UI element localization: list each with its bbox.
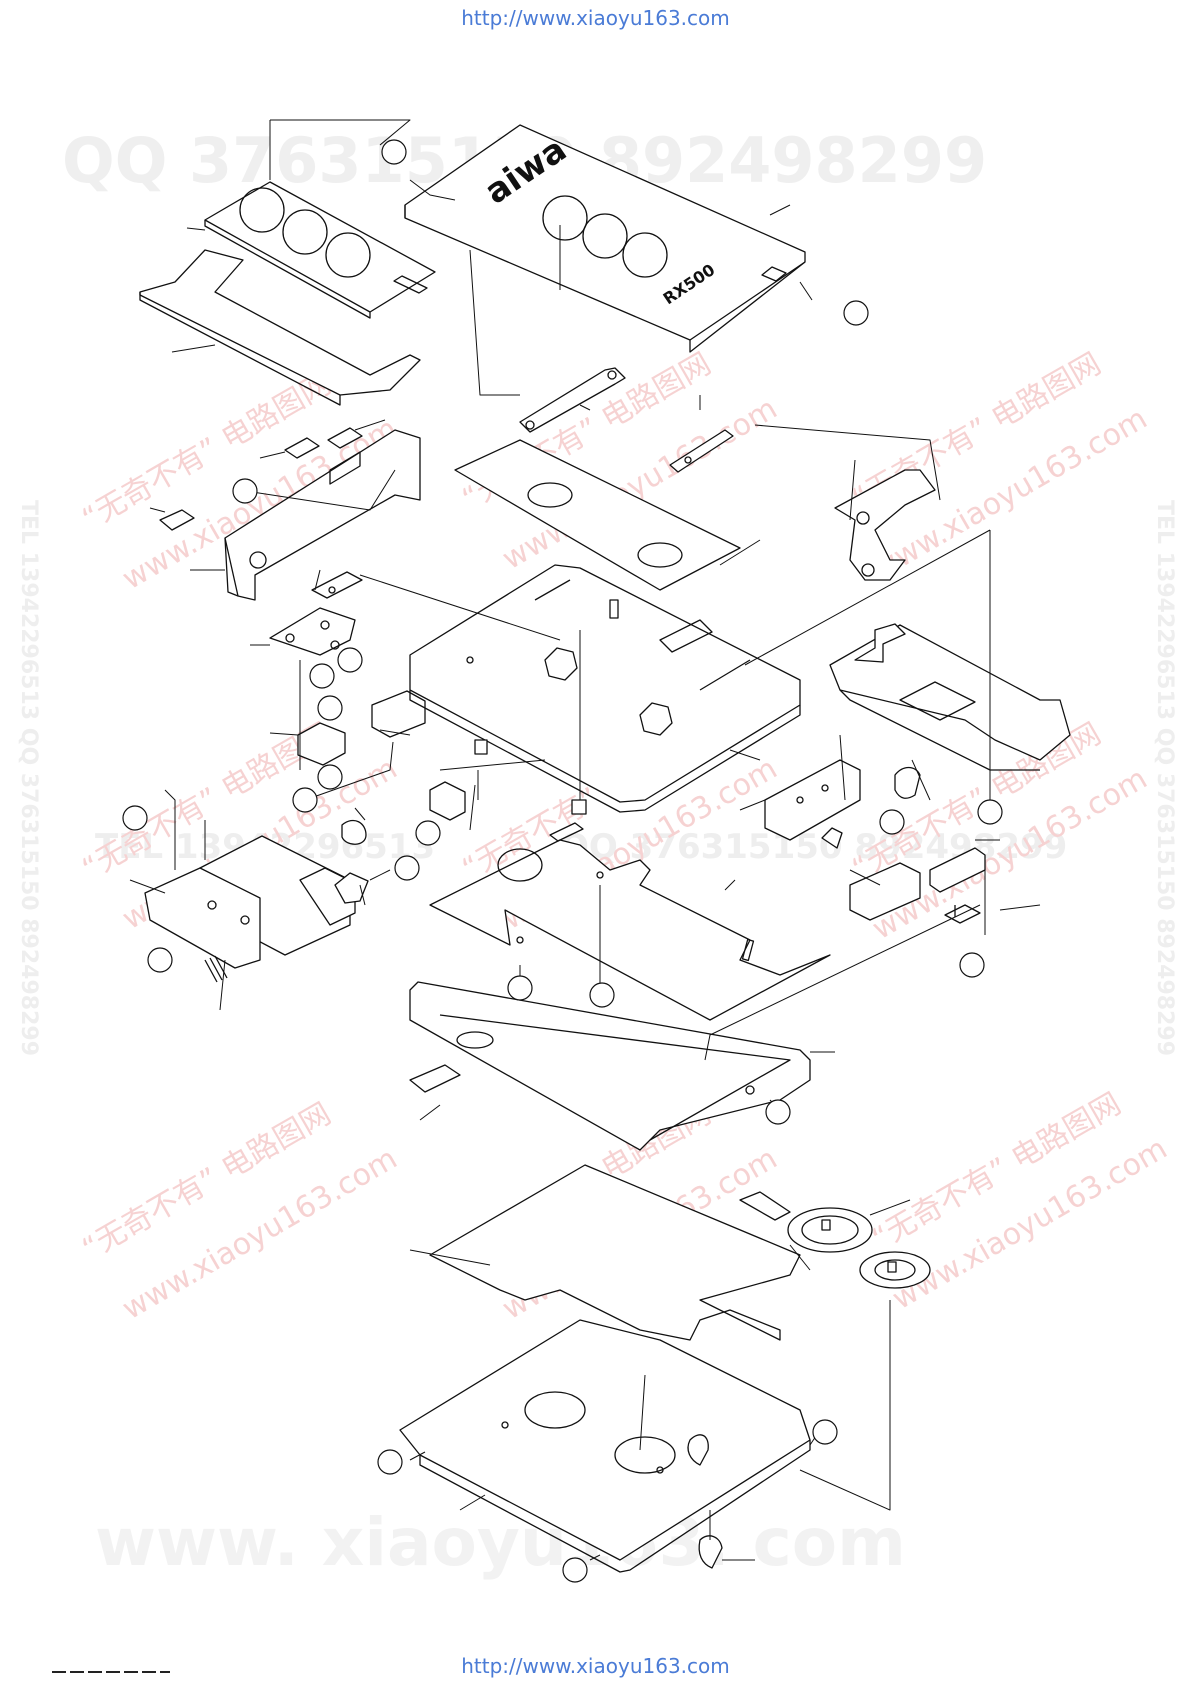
motor-cap	[894, 766, 921, 799]
hook-lever	[334, 872, 369, 904]
clip-right	[327, 427, 363, 449]
watermark-tel-vertical-right: TEL 13942296513 QQ 376315150 892498299	[1152, 500, 1177, 1056]
pcb	[429, 822, 831, 1021]
footer-url[interactable]: http://www.xiaoyu163.com	[461, 1654, 730, 1678]
clip-left	[159, 509, 195, 531]
hinge-plate-2	[269, 607, 356, 656]
spring-coil	[341, 819, 367, 845]
button-strip	[409, 1064, 461, 1093]
bottom-chassis	[399, 1319, 811, 1573]
right-arm	[834, 469, 936, 581]
small-lever	[821, 827, 843, 849]
watermark-cn-7: “无奇不有” 电路图网	[77, 1096, 338, 1267]
gear-post-2	[571, 799, 587, 815]
lever-small	[669, 429, 734, 473]
watermark-tel-vertical-left: TEL 13942296513 QQ 376315150 892498299	[16, 500, 41, 1056]
motor-bracket	[829, 623, 1071, 771]
flex-sheet	[429, 1164, 801, 1341]
clip-mid	[284, 437, 320, 459]
header-url[interactable]: http://www.xiaoyu163.com	[461, 6, 730, 30]
top-cover-hole-2	[582, 213, 628, 259]
leader-lines	[129, 119, 1041, 1561]
lever-top	[519, 367, 626, 433]
small-block	[297, 722, 346, 766]
top-cover-hole-3	[622, 232, 668, 278]
reel-spindle-2	[639, 702, 673, 736]
head-bracket	[764, 759, 861, 841]
chassis-hole-1	[524, 1391, 586, 1429]
chassis-hole-2	[614, 1436, 676, 1474]
button-board	[204, 181, 436, 319]
footer-rule	[52, 1671, 170, 1673]
reel-spindle-1	[544, 647, 578, 681]
spindle-assembly	[739, 1191, 931, 1289]
eject-knob	[849, 862, 921, 921]
pcb-motor	[497, 848, 543, 882]
callout-circles	[122, 139, 1003, 1583]
button-board-bracket	[139, 249, 421, 406]
bent-plate	[429, 781, 466, 821]
front-frame	[409, 981, 811, 1151]
bracket-square	[371, 690, 426, 738]
hinge-plate-1	[311, 571, 363, 599]
main-chassis	[409, 564, 801, 813]
left-holder	[224, 429, 421, 601]
coil-spring	[204, 955, 228, 983]
watermark-site-big: www. xiaoyu163. com	[95, 1504, 906, 1581]
insulator-sheet	[454, 439, 741, 591]
gear-post-1	[474, 739, 488, 755]
top-cover: aiwa RX500	[404, 124, 806, 353]
top-cover-hole-1	[542, 195, 588, 241]
bottom-foot	[698, 1535, 723, 1569]
line-art: aiwa RX500	[122, 119, 1071, 1583]
